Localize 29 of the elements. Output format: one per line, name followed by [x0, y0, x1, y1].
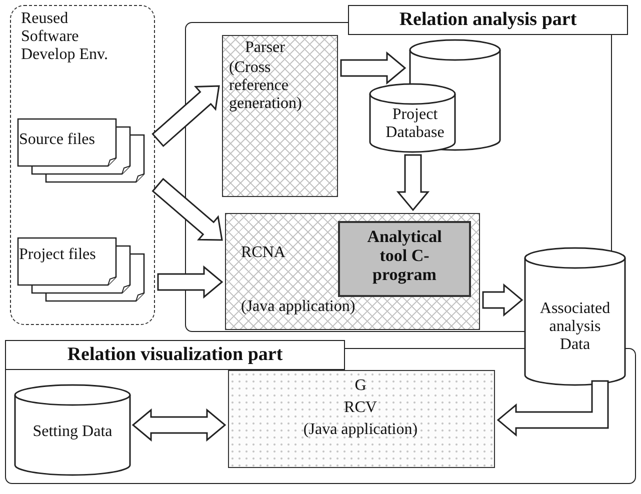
process-box [222, 35, 338, 197]
node-label: Analytical tool C-program [366, 227, 443, 284]
node-label: Parser [245, 39, 286, 57]
node-label: Setting Data [32, 423, 114, 441]
node-label: (Cross reference generation) [229, 59, 303, 113]
block-arrow [340, 51, 406, 85]
section-title: Relation analysis part [348, 5, 628, 35]
block-arrow [482, 283, 524, 317]
block-arrow [152, 178, 223, 241]
node-label: G [354, 377, 368, 395]
process-box [228, 370, 495, 468]
node-label: Reused Software Develop Env. [21, 10, 109, 64]
tool-box [338, 221, 471, 297]
node-label: RCNA [241, 244, 286, 262]
node-label: RCV [343, 399, 378, 417]
process-box [225, 213, 480, 330]
node-label: Source files [19, 131, 96, 149]
environment-group [10, 5, 155, 325]
block-arrow [132, 408, 226, 442]
node-label: Associated analysis Data [538, 300, 612, 354]
node-label: (Java application) [241, 298, 356, 316]
block-arrow [152, 85, 220, 148]
block-arrow [496, 380, 609, 437]
node-label: Project files [19, 246, 97, 264]
block-arrow [396, 154, 430, 212]
section-title: Relation visualization part [5, 340, 345, 370]
node-label: (Java application) [302, 421, 419, 439]
block-arrow [157, 265, 224, 299]
node-label: Project Database [384, 106, 446, 142]
